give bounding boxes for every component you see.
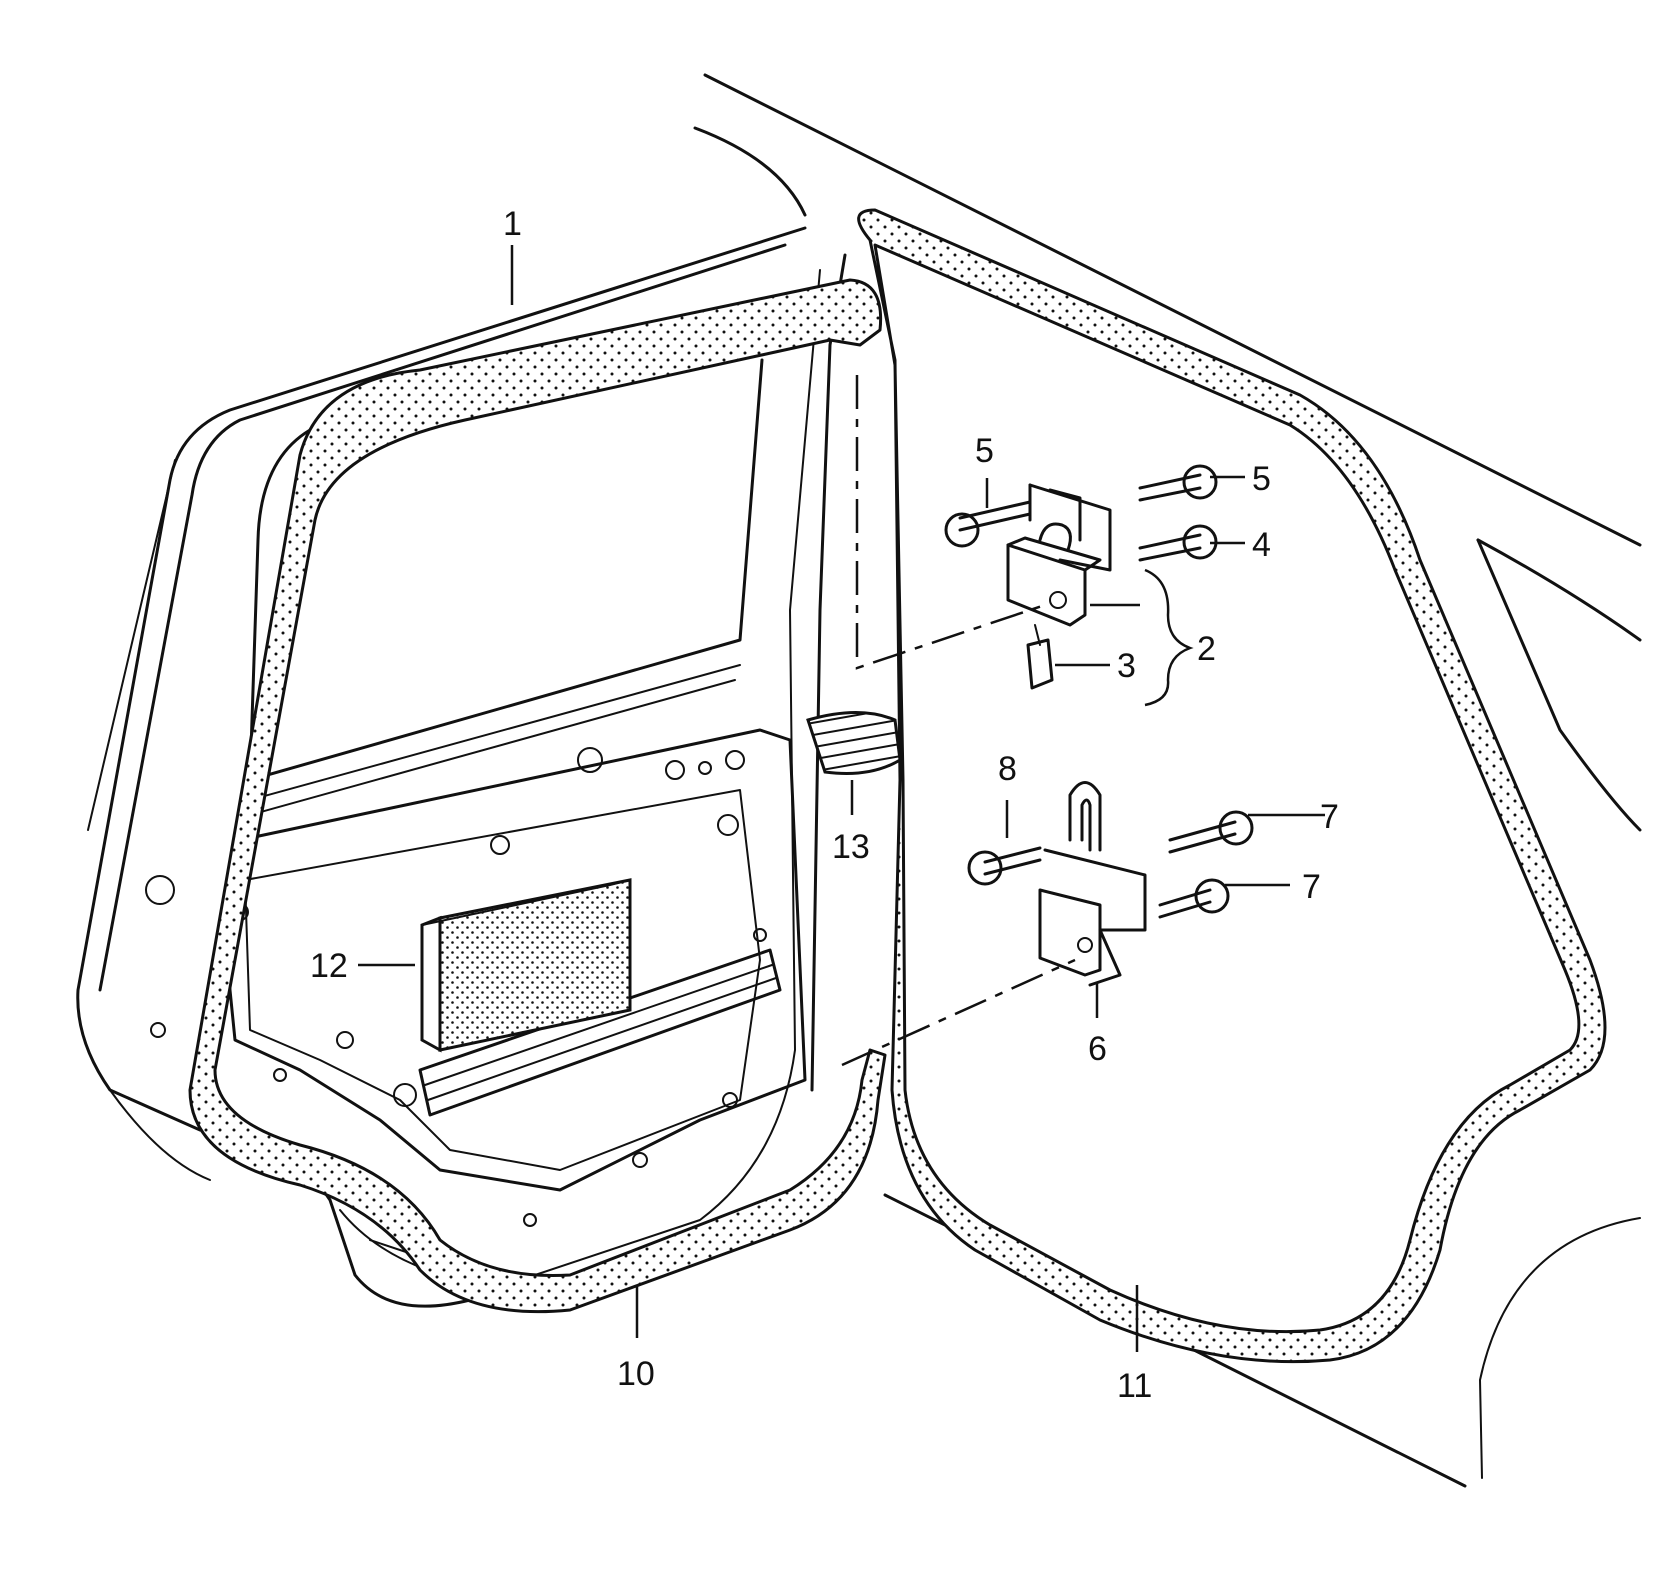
callout-labels: 1 2 3 4 5 5 6 7 7 8 10 11 12 13: [310, 205, 1339, 1405]
hinge-bolts-upper: [944, 464, 1218, 562]
callout-7-upper: 7: [1320, 798, 1339, 836]
callout-7-lower: 7: [1302, 868, 1321, 906]
callout-3: 3: [1117, 647, 1136, 685]
leader-lines: [358, 245, 1325, 1352]
assembly-lines: [841, 375, 1076, 1067]
door-buffer: [806, 711, 902, 775]
callout-8: 8: [998, 750, 1017, 788]
callout-2: 2: [1197, 630, 1216, 668]
callout-5-left: 5: [975, 432, 994, 470]
callout-6: 6: [1088, 1030, 1107, 1068]
door-seal: [188, 278, 887, 1314]
callout-1: 1: [503, 205, 522, 243]
hinge-bolts-lower: [967, 810, 1254, 919]
callout-10: 10: [617, 1355, 655, 1393]
callout-11: 11: [1117, 1367, 1152, 1405]
body-opening-seal: [857, 208, 1607, 1364]
callout-5-right: 5: [1252, 460, 1271, 498]
callout-13: 13: [832, 828, 870, 866]
insulation-pad: [420, 878, 632, 1053]
callout-4: 4: [1252, 526, 1271, 564]
hinge-pin: [1026, 624, 1054, 690]
callout-12: 12: [310, 947, 348, 985]
upper-hinge: [1006, 483, 1112, 627]
lower-hinge: [1038, 781, 1147, 987]
